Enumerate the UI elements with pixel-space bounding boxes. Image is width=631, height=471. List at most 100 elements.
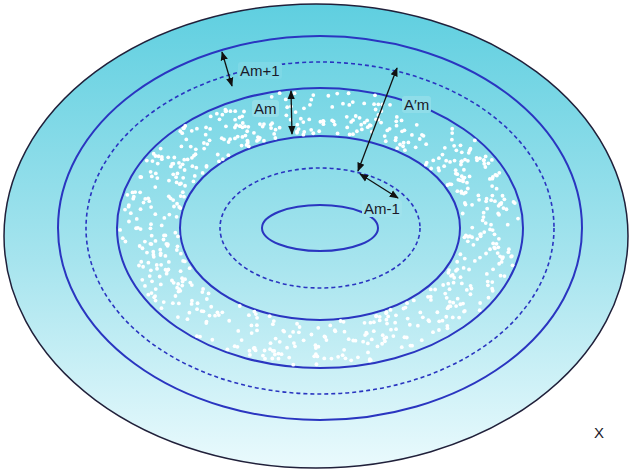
texture-dot [216,310,220,314]
texture-dot [351,100,355,104]
texture-dot [405,336,409,340]
texture-dot [190,283,194,287]
texture-dot [406,317,410,321]
texture-dot [478,308,482,312]
texture-dot [123,208,127,212]
texture-dot [187,311,191,315]
texture-dot [459,275,463,279]
texture-dot [386,315,390,319]
texture-dot [431,330,435,334]
texture-dot [445,296,449,300]
texture-dot [446,282,450,286]
texture-dot [328,324,332,328]
texture-dot [466,239,470,243]
texture-dot [182,158,186,162]
texture-dot [316,345,320,349]
texture-dot [376,345,380,349]
texture-dot [456,297,460,301]
texture-dot [462,266,466,270]
texture-dot [182,126,186,130]
texture-dot [441,153,445,157]
texture-dot [240,144,244,148]
texture-dot [160,157,164,161]
texture-dot [478,256,482,260]
texture-dot [446,306,450,310]
texture-dot [410,344,414,348]
texture-dot [388,127,392,131]
texture-dot [398,143,402,147]
texture-dot [473,139,477,143]
texture-dot [431,159,435,163]
texture-dot [250,331,254,335]
texture-dot [502,206,506,210]
texture-dot [451,316,455,320]
texture-dot [209,305,213,309]
texture-dot [183,184,187,188]
texture-dot [174,294,178,298]
texture-dot [322,356,326,360]
texture-dot [499,201,503,205]
texture-dot [378,315,382,319]
texture-dot [273,353,277,357]
texture-dot [143,240,147,244]
texture-dot [489,223,493,227]
texture-dot [148,274,152,278]
texture-dot [512,200,516,204]
texture-dot [240,338,244,342]
texture-dot [190,164,194,168]
texture-dot [190,302,194,306]
texture-dot [125,193,129,197]
texture-dot [255,323,259,327]
texture-dot [146,196,150,200]
texture-dot [309,128,313,132]
texture-dot [269,123,273,127]
texture-dot [129,211,133,215]
texture-dot [394,313,398,317]
texture-dot [205,297,209,301]
texture-dot [482,158,486,162]
texture-dot [178,206,182,210]
texture-dot [475,237,479,241]
texture-dot [255,316,259,320]
texture-dot [150,174,154,178]
texture-dot [496,251,500,255]
texture-dot [205,320,209,324]
texture-dot [325,338,329,342]
texture-dot [354,339,358,343]
texture-dot [448,300,452,304]
texture-dot [190,129,194,133]
texture-dot [150,291,154,295]
texture-dot [171,301,175,305]
texture-dot [270,357,274,361]
texture-dot [484,221,488,225]
texture-dot [450,131,454,135]
texture-dot [210,338,214,342]
texture-dot [184,138,188,142]
texture-dot [220,310,224,314]
texture-dot [152,295,156,299]
texture-dot [163,254,167,258]
texture-dot [217,159,221,163]
texture-dot [145,251,149,255]
texture-dot [493,232,497,236]
texture-dot [158,275,162,279]
texture-dot [433,288,437,292]
texture-dot [263,349,267,353]
texture-dot [224,109,228,113]
texture-dot [177,161,181,165]
texture-dot [384,139,388,143]
texture-dot [410,133,414,137]
texture-dot [285,105,289,109]
texture-dot [278,340,282,344]
texture-dot [302,106,306,110]
texture-dot [253,346,257,350]
texture-dot [227,140,231,144]
texture-dot [163,234,167,238]
texture-dot [195,127,199,131]
texture-dot [482,230,486,234]
texture-dot [268,314,272,318]
texture-dot [503,274,507,278]
texture-dot [176,172,180,176]
texture-dot [202,147,206,151]
texture-dot [297,330,301,334]
